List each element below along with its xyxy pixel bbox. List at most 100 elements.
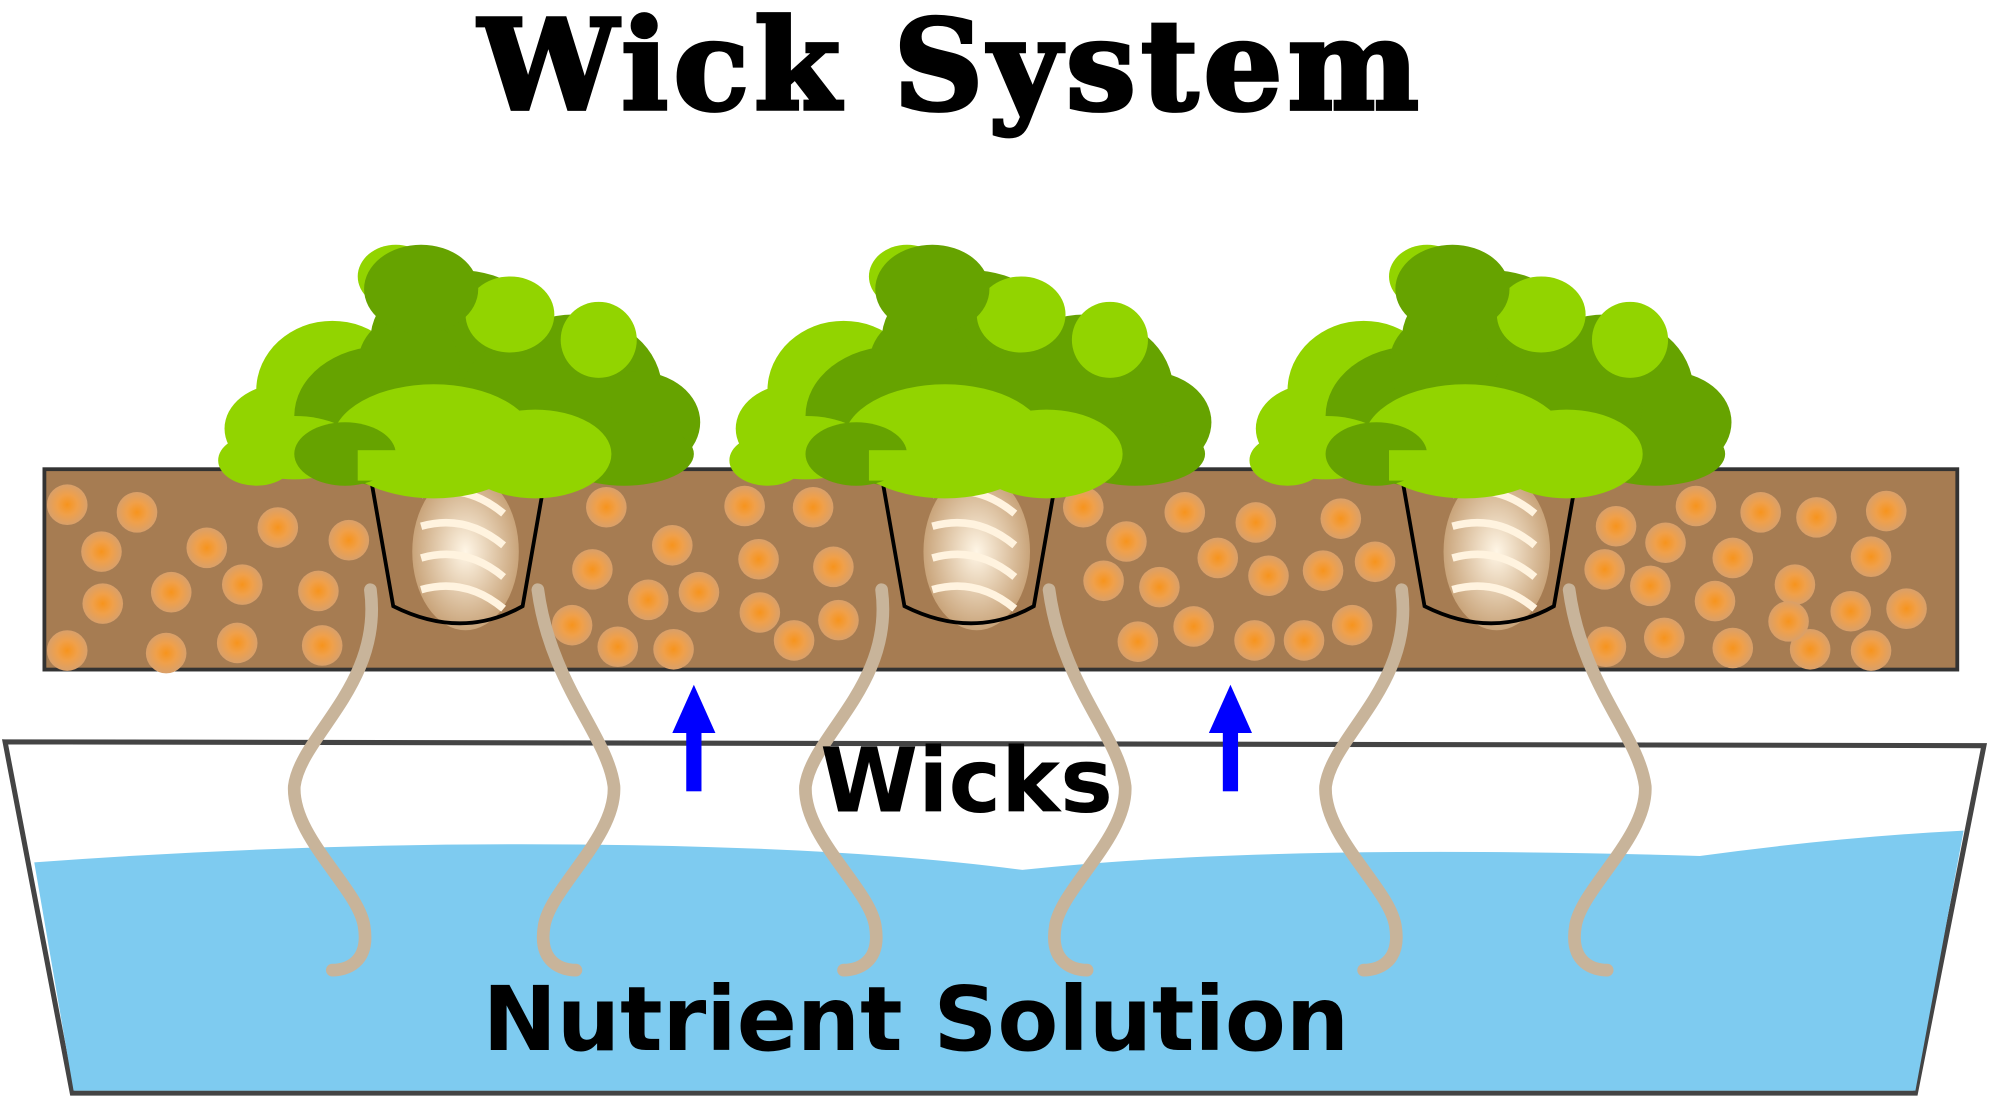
clay-pellet	[1850, 630, 1892, 671]
clay-pellet	[1083, 560, 1124, 602]
leaf	[357, 450, 561, 481]
clay-pellet	[221, 564, 263, 605]
clay-pellet	[298, 570, 339, 612]
leaf	[1249, 434, 1326, 486]
leaf	[729, 434, 806, 486]
clay-pellet	[1139, 566, 1180, 608]
clay-pellet	[1354, 541, 1396, 583]
clay-pellet	[216, 622, 258, 664]
leaf	[868, 450, 1072, 481]
nutrient-solution-label: Nutrient Solution	[483, 968, 1350, 1071]
wick	[1319, 583, 1410, 977]
roots	[923, 473, 1031, 631]
root-strand	[420, 550, 507, 580]
leaf	[364, 244, 479, 334]
clay-pellet	[301, 625, 343, 666]
lettuce-plant	[729, 244, 1212, 631]
clay-pellet	[145, 632, 187, 674]
root-strand	[1451, 518, 1538, 549]
clay-pellet	[1712, 627, 1754, 669]
clay-pellet	[1630, 565, 1671, 607]
clay-pellet	[652, 525, 693, 566]
leaf	[1496, 276, 1586, 353]
clay-pellet	[1774, 564, 1816, 605]
net-pot	[879, 475, 1059, 626]
net-pot	[1399, 475, 1579, 626]
leaf	[1071, 301, 1148, 378]
clay-pellet	[1248, 555, 1289, 597]
clay-pellet	[678, 571, 720, 613]
wick	[799, 583, 890, 977]
clay-pellet	[724, 485, 765, 527]
root-strand	[931, 550, 1018, 580]
lettuce-plant	[1249, 244, 1732, 631]
wicks-group	[287, 583, 1652, 977]
clay-pellet	[1320, 498, 1362, 539]
clay-pellet	[586, 486, 627, 528]
nutrient-water	[34, 830, 1964, 1091]
root-strand	[420, 518, 507, 549]
clay-pellet	[1173, 606, 1214, 647]
clay-pellet	[257, 507, 299, 548]
clay-pellet	[1062, 486, 1104, 528]
clay-pellet	[813, 546, 854, 588]
clay-pellet	[1768, 601, 1809, 642]
wick	[1562, 583, 1652, 977]
leaf	[1389, 450, 1592, 481]
clay-pellet	[1796, 497, 1837, 538]
clay-pellet	[46, 630, 88, 671]
clay-pellet	[116, 492, 158, 533]
up-arrow-icon	[672, 684, 716, 792]
clay-pellet	[1830, 590, 1872, 632]
root-strand	[931, 582, 1018, 612]
leaf	[1395, 244, 1510, 334]
plants-group	[218, 244, 1732, 631]
clay-pellet	[46, 484, 88, 526]
clay-pellet	[81, 531, 122, 572]
wick	[287, 583, 379, 977]
roots	[412, 473, 519, 631]
leaf	[218, 434, 295, 486]
leaf	[976, 276, 1066, 353]
diagram-title: Wick System	[477, 0, 1425, 139]
clay-pellet	[1675, 485, 1717, 527]
root-strand	[420, 582, 507, 612]
clay-pellet	[1645, 522, 1686, 564]
up-arrow-icon	[1208, 684, 1253, 792]
clay-pellet	[186, 527, 228, 569]
root-strand	[1451, 550, 1538, 580]
root-strand	[1451, 582, 1538, 612]
clay-pellet	[773, 620, 815, 661]
clay-pellet	[1164, 492, 1206, 533]
clay-pellet	[738, 538, 779, 580]
leaf	[1591, 301, 1669, 378]
clay-pellet	[1886, 588, 1927, 629]
leaf	[875, 244, 990, 334]
clay-pellet	[1197, 537, 1239, 579]
clay-pellet	[792, 486, 834, 528]
clay-pellets	[46, 484, 1927, 674]
clay-pellet	[1585, 626, 1627, 668]
clay-pellet	[1235, 502, 1277, 543]
roots	[1443, 473, 1551, 631]
wick	[1042, 583, 1132, 977]
clay-pellet	[82, 583, 124, 624]
clay-pellet	[597, 626, 639, 668]
leaf	[560, 301, 637, 378]
clay-pellet	[1740, 492, 1781, 533]
clay-pellet	[1865, 490, 1907, 532]
wick	[531, 583, 621, 977]
clay-pellet	[1234, 620, 1275, 661]
wicks-label: Wicks	[820, 730, 1113, 833]
clay-pellet	[653, 628, 694, 670]
clay-pellet	[818, 599, 859, 641]
clay-pellet	[150, 571, 192, 613]
net-pot	[368, 475, 548, 626]
clay-pellet	[1106, 521, 1147, 562]
clay-pellet	[1712, 537, 1754, 579]
root-strand	[931, 518, 1018, 549]
clay-pellet	[1283, 620, 1325, 661]
clay-pellet	[1643, 617, 1685, 659]
clay-pellet	[1302, 550, 1344, 591]
